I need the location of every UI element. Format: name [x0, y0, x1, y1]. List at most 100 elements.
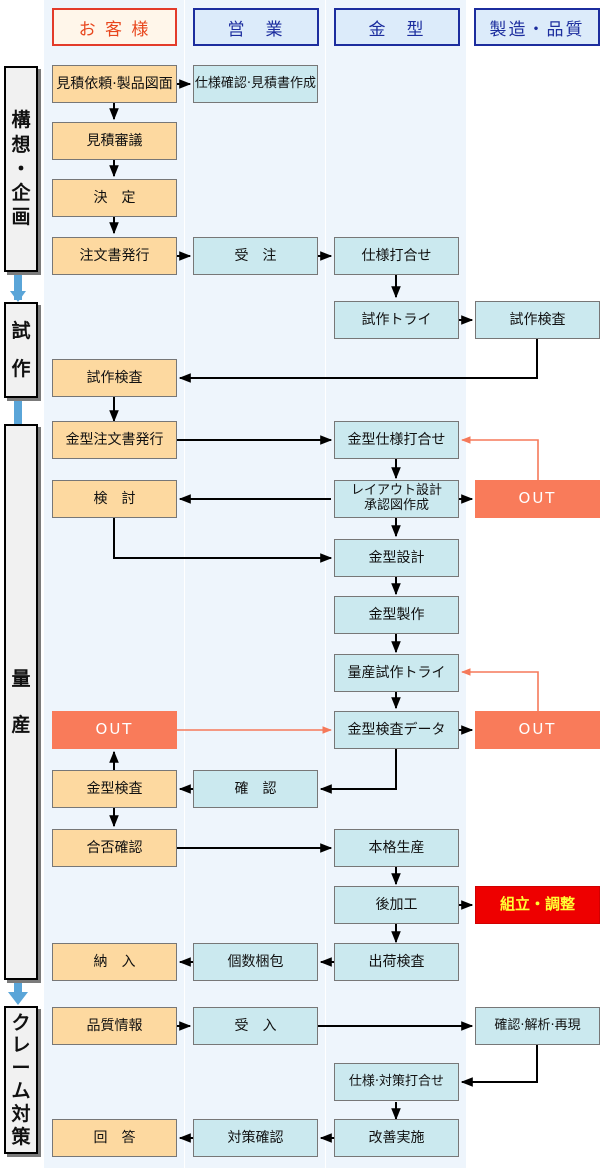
- box-label: 金型設計: [368, 549, 425, 566]
- box-countermeasure-meeting: 仕様·対策打合せ: [334, 1063, 459, 1101]
- box-label: 受 入: [234, 1017, 277, 1034]
- box-label: 金型製作: [368, 606, 425, 623]
- box-label: 見積依頼·製品図面: [56, 75, 173, 92]
- box-label: 合否確認: [86, 839, 143, 856]
- box-confirm: 確 認: [193, 770, 318, 808]
- box-label: OUT: [518, 720, 557, 739]
- box-label: 決 定: [93, 189, 136, 206]
- box-prototype-trial: 試作トライ: [334, 301, 459, 339]
- box-label: OUT: [518, 489, 557, 508]
- box-label: 組立・調整: [499, 895, 575, 914]
- phase-char: ム: [11, 1080, 31, 1102]
- box-out-customer: OUT: [52, 711, 177, 749]
- box-mold-order: 金型注文書発行: [52, 421, 177, 459]
- header-customer: お 客 様: [52, 8, 177, 46]
- box-label: 金型仕様打合せ: [347, 431, 446, 448]
- phase-mass: 量 産: [4, 424, 38, 980]
- box-improvement: 改善実施: [334, 1119, 459, 1157]
- box-mold-spec-meeting: 金型仕様打合せ: [334, 421, 459, 459]
- phase-char: 試: [11, 319, 31, 342]
- box-prototype-inspection-customer: 試作検査: [52, 359, 177, 397]
- box-label: 納 入: [93, 953, 136, 970]
- box-label: 注文書発行: [79, 247, 150, 264]
- box-spec-check: 仕様確認·見積書作成: [193, 65, 318, 103]
- box-order-issue: 注文書発行: [52, 237, 177, 275]
- box-pass-fail: 合否確認: [52, 829, 177, 867]
- box-out-inspection: OUT: [475, 711, 600, 749]
- box-quality-info: 品質情報: [52, 1007, 177, 1045]
- box-label: 見積審議: [86, 132, 143, 149]
- box-mold-inspection: 金型検査: [52, 770, 177, 808]
- box-mold-inspection-data: 金型検査データ: [334, 711, 459, 749]
- box-spec-meeting: 仕様打合せ: [334, 237, 459, 275]
- box-mass-trial: 量産試作トライ: [334, 654, 459, 692]
- header-mold: 金 型: [334, 8, 460, 46]
- box-label: 承認図作成: [363, 498, 429, 513]
- box-label: 後加工: [375, 896, 418, 913]
- phase-claim: ク レ ー ム 対 策: [4, 1006, 38, 1154]
- box-label: 確 認: [234, 780, 277, 797]
- phase-char: ク: [11, 1011, 31, 1034]
- box-label: 検 討: [93, 490, 136, 507]
- phase-char: レ: [11, 1034, 31, 1057]
- phase-arrows: [8, 274, 28, 1005]
- box-full-production: 本格生産: [334, 829, 459, 867]
- box-label: 仕様·対策打合せ: [348, 1073, 445, 1089]
- box-label: 仕様打合せ: [361, 247, 432, 264]
- box-mold-design: 金型設計: [334, 539, 459, 577]
- header-sales: 営 業: [193, 8, 319, 46]
- phase-prototype: 試 作: [4, 302, 38, 398]
- box-layout-design: レイアウト設計 承認図作成: [334, 480, 459, 518]
- box-label: 試作検査: [509, 311, 566, 328]
- box-estimate-request: 見積依頼·製品図面: [52, 65, 177, 103]
- box-mold-fabrication: 金型製作: [334, 596, 459, 634]
- box-label: 金型検査データ: [347, 721, 446, 738]
- phase-char: 策: [11, 1125, 31, 1148]
- box-label: 個数梱包: [227, 953, 284, 970]
- phase-char: 画: [11, 206, 31, 229]
- box-estimate-review: 見積審議: [52, 122, 177, 160]
- box-label: 金型注文書発行: [65, 431, 164, 448]
- phase-char: 対: [11, 1102, 31, 1125]
- box-prototype-inspection-production: 試作検査: [475, 301, 600, 339]
- phase-char: ー: [11, 1057, 31, 1080]
- box-label: 量産試作トライ: [347, 664, 446, 681]
- box-answer: 回 答: [52, 1119, 177, 1157]
- phase-char: 企: [11, 182, 31, 205]
- box-label: 金型検査: [86, 780, 143, 797]
- box-decision: 決 定: [52, 179, 177, 217]
- phase-char: 量: [11, 667, 31, 690]
- box-label: レイアウト設計: [350, 483, 442, 499]
- box-analysis: 確認·解析·再現: [475, 1007, 600, 1045]
- header-production: 製造・品質: [474, 8, 600, 46]
- box-post-processing: 後加工: [334, 886, 459, 924]
- box-label: 改善実施: [368, 1129, 425, 1146]
- box-assembly-adjust: 組立・調整: [475, 886, 600, 924]
- box-label: 回 答: [93, 1129, 136, 1146]
- box-out-layout: OUT: [475, 480, 600, 518]
- box-delivery: 納 入: [52, 943, 177, 981]
- box-review: 検 討: [52, 480, 177, 518]
- box-label: 試作検査: [86, 369, 143, 386]
- box-countermeasure-confirm: 対策確認: [193, 1119, 318, 1157]
- box-order-receipt: 受 注: [193, 237, 318, 275]
- box-accept: 受 入: [193, 1007, 318, 1045]
- box-label: 受 注: [234, 247, 277, 264]
- box-label: 試作トライ: [361, 311, 432, 328]
- box-label: 対策確認: [227, 1129, 284, 1146]
- box-label: 出荷検査: [368, 953, 425, 970]
- box-label: 確認·解析·再現: [494, 1017, 581, 1033]
- phase-char: 作: [11, 358, 31, 380]
- phase-char: 産: [11, 714, 31, 736]
- box-packing: 個数梱包: [193, 943, 318, 981]
- phase-planning: 構 想 ・ 企 画: [4, 66, 38, 272]
- box-label: 本格生産: [368, 839, 425, 856]
- phase-char: 想: [11, 133, 31, 156]
- box-label: OUT: [95, 720, 134, 739]
- phase-char: 構: [11, 109, 31, 132]
- box-shipping-inspection: 出荷検査: [334, 943, 459, 981]
- phase-char: ・: [11, 157, 31, 180]
- box-label: 品質情報: [86, 1017, 143, 1034]
- box-label: 仕様確認·見積書作成: [194, 75, 317, 91]
